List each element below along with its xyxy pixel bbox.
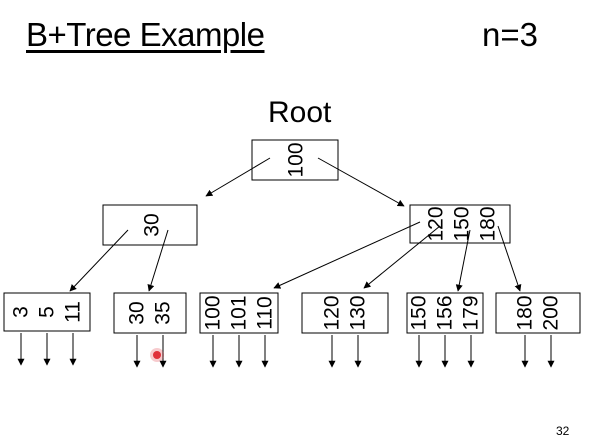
leaf-key: 120 <box>321 295 344 330</box>
leaf-node <box>3 292 91 332</box>
pointer-arrow <box>69 229 129 292</box>
leaf-key: 5 <box>36 306 59 318</box>
leaf-node <box>406 292 484 334</box>
leaf-key: 179 <box>460 295 483 330</box>
leaf-key: 180 <box>514 295 537 330</box>
internal-key: 30 <box>141 213 164 236</box>
leaf-node <box>199 292 279 334</box>
leaf-key: 3 <box>10 306 33 318</box>
leaf-key: 30 <box>126 301 149 324</box>
leaf-key: 200 <box>540 295 563 330</box>
pointer-arrow <box>455 229 471 292</box>
leaf-key: 156 <box>434 295 457 330</box>
slide-title: B+Tree Example <box>26 16 265 53</box>
internal-key: 150 <box>451 206 474 241</box>
leaf-key: 130 <box>347 295 370 330</box>
root-label: Root <box>268 96 332 129</box>
mouse-cursor-indicator <box>153 351 161 359</box>
order-label: n=3 <box>482 16 538 53</box>
pointer-arrow <box>317 157 405 207</box>
internal-node <box>102 204 198 246</box>
leaf-node <box>495 292 581 334</box>
leaf-node <box>301 292 389 334</box>
root-key: 100 <box>285 142 308 177</box>
pointer-arrow <box>497 225 522 292</box>
pointer-arrow <box>147 229 169 292</box>
pointer-arrow <box>273 221 421 289</box>
leaf-key: 11 <box>62 301 85 323</box>
pointer-arrow <box>205 157 271 197</box>
internal-key: 180 <box>477 206 500 241</box>
leaf-key: 101 <box>228 295 251 330</box>
leaf-node <box>113 292 187 334</box>
pointer-arrow <box>363 225 441 289</box>
leaf-key: 150 <box>408 295 431 330</box>
internal-key: 120 <box>425 206 448 241</box>
leaf-key: 35 <box>152 301 175 324</box>
leaf-key: 100 <box>202 295 225 330</box>
leaf-key: 110 <box>254 296 277 329</box>
